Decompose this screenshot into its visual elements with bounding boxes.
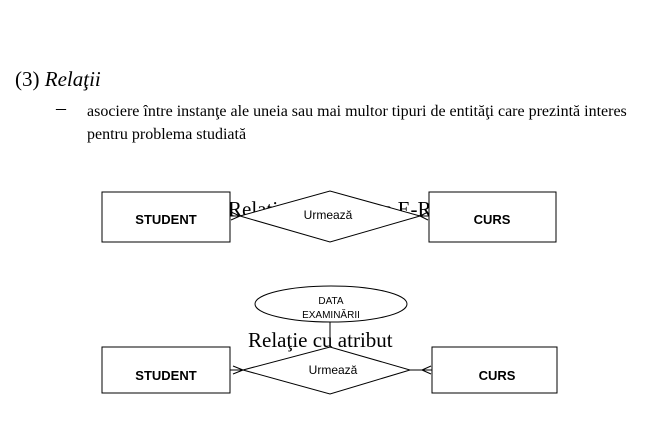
- attribute-label-line1: DATA: [318, 296, 344, 307]
- bullet-text: asociere între instanţe ale uneia sau ma…: [87, 103, 627, 143]
- entity-label-student-2: STUDENT: [135, 368, 196, 383]
- crows-foot-left-2: [230, 365, 244, 375]
- relationship-label-2: Urmează: [309, 363, 358, 377]
- section-title: (3) Relaţii: [15, 67, 101, 92]
- entity-label-student: STUDENT: [135, 212, 196, 227]
- relationship-label: Urmează: [304, 208, 353, 222]
- attribute-label-line2: EXAMINĂRII: [302, 308, 360, 321]
- crows-foot-right-2: [410, 365, 432, 375]
- crows-foot-left: [230, 211, 241, 221]
- entity-label-curs-2: CURS: [479, 368, 516, 383]
- section-heading: Relaţii: [44, 67, 101, 91]
- entity-box-student-2: [101, 346, 231, 394]
- crows-foot-right: [419, 211, 429, 221]
- section-number: (3): [15, 67, 45, 91]
- diagram-2-caption: Relaţie cu atribut: [248, 328, 393, 352]
- attribute-ellipse: [254, 285, 408, 323]
- entity-box-student: [101, 191, 231, 243]
- entity-label-curs: CURS: [474, 212, 511, 227]
- diagram-2: DATA EXAMINĂRII STUDENT CURS Urmează Rel…: [101, 285, 558, 395]
- entity-box-curs: [428, 191, 557, 243]
- bullet-marker: –: [56, 97, 66, 119]
- diagram-1: Relaţie în diagrama E-R STUDENT CURS Urm…: [101, 190, 557, 243]
